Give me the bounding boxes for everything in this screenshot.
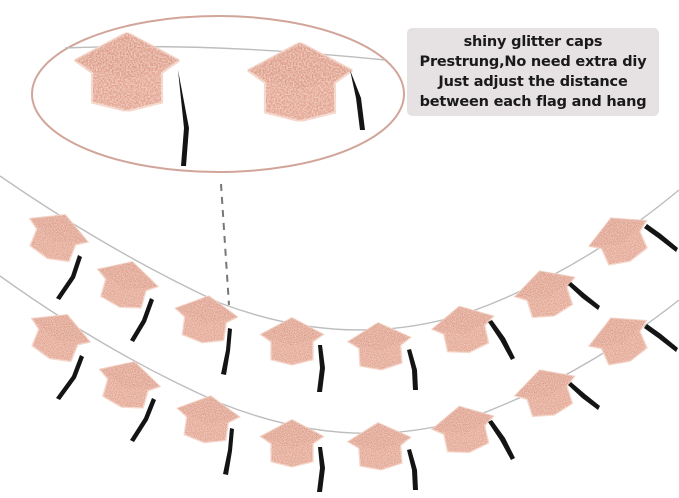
zoom-tassel-right: [350, 70, 365, 130]
zoom-pointer: [220, 183, 230, 306]
zoom-circle: [31, 15, 405, 173]
garland-bottom-tassels: [56, 324, 678, 492]
callout-line-1: shiny glitter caps: [463, 34, 603, 50]
callout-line-3: Just adjust the distance: [438, 74, 628, 90]
garland-top-tassels: [56, 224, 678, 392]
zoom-tassel-left: [178, 70, 189, 166]
garland-string-bottom: [0, 275, 679, 435]
garland-bottom-caps: [19, 302, 660, 473]
zoom-cap-left: [73, 31, 181, 113]
zoom-cap-right: [246, 41, 354, 123]
callout-line-2: Prestrung,No need extra diy: [419, 54, 647, 70]
feature-callout: shiny glitter caps Prestrung,No need ext…: [407, 28, 659, 116]
garland-top-caps: [17, 202, 660, 373]
callout-line-4: between each flag and hang: [419, 94, 647, 110]
garland-string-top: [0, 175, 679, 331]
